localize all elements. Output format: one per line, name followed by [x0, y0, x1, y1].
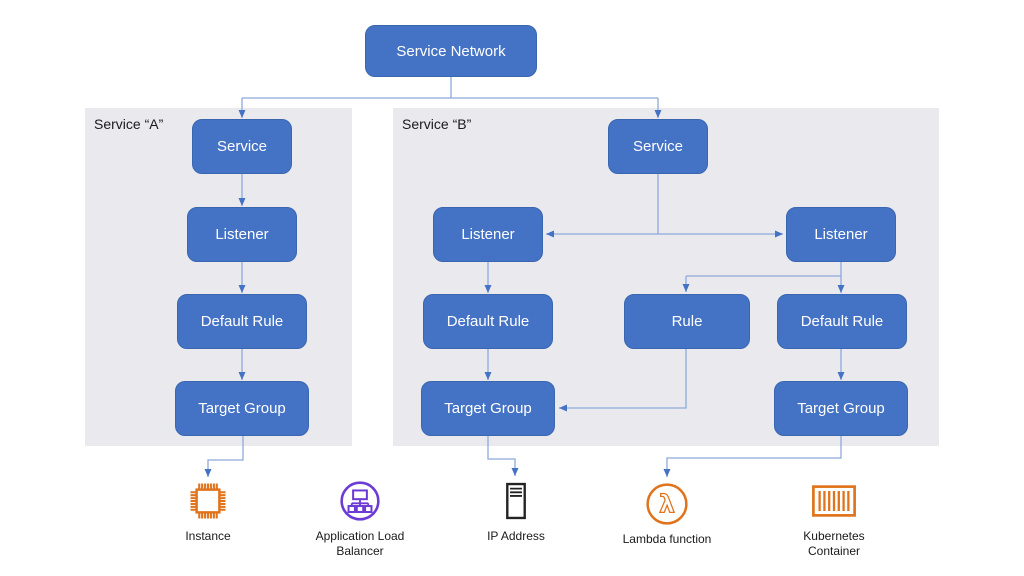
target-ip-address: IP Address — [461, 478, 571, 544]
target-lambda-label: Lambda function — [622, 532, 712, 546]
target-lambda-function: λ Lambda function — [612, 481, 722, 547]
node-service-network: Service Network — [365, 25, 537, 77]
target-alb-label: Application Load Balancer — [315, 529, 405, 558]
ip-address-server-icon — [493, 478, 539, 524]
service-b-panel-label: Service “B” — [402, 116, 472, 132]
target-instance: Instance — [153, 478, 263, 544]
node-b-target-group-left: Target Group — [421, 381, 555, 436]
lambda-icon: λ — [644, 481, 690, 527]
node-a-default-rule: Default Rule — [177, 294, 307, 349]
target-kubernetes-label: Kubernetes Container — [803, 529, 865, 558]
node-b-rule: Rule — [624, 294, 750, 349]
container-icon — [811, 478, 857, 524]
target-kubernetes-container: Kubernetes Container — [779, 478, 889, 559]
node-b-default-rule-left: Default Rule — [423, 294, 553, 349]
node-a-service: Service — [192, 119, 292, 174]
node-b-listener-right: Listener — [786, 207, 896, 262]
target-ip-label: IP Address — [487, 529, 545, 543]
service-a-panel-label: Service “A” — [94, 116, 164, 132]
node-b-target-group-right: Target Group — [774, 381, 908, 436]
application-load-balancer-icon — [337, 478, 383, 524]
target-application-load-balancer: Application Load Balancer — [305, 478, 415, 559]
node-b-listener-left: Listener — [433, 207, 543, 262]
node-a-listener: Listener — [187, 207, 297, 262]
node-b-service: Service — [608, 119, 708, 174]
target-instance-label: Instance — [185, 529, 231, 543]
connector-service-network-split — [242, 77, 658, 99]
instance-chip-icon — [185, 478, 231, 524]
node-b-default-rule-right: Default Rule — [777, 294, 907, 349]
lambda-glyph: λ — [659, 490, 675, 519]
node-a-target-group: Target Group — [175, 381, 309, 436]
